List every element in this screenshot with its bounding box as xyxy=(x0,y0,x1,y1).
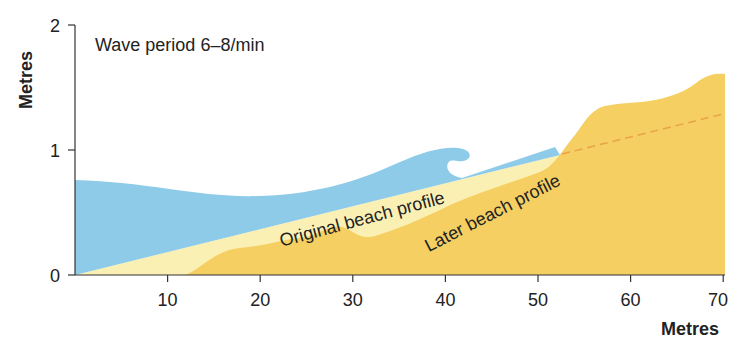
original-profile-dashed xyxy=(562,114,723,154)
tick-label: 10 xyxy=(158,291,178,309)
tick-label: 30 xyxy=(343,291,363,309)
axis-title: Metres xyxy=(17,51,35,109)
tick-label: 1 xyxy=(50,142,60,160)
tick-label: 0 xyxy=(50,267,60,285)
tick-label: 40 xyxy=(435,291,455,309)
tick-label: 20 xyxy=(250,291,270,309)
axis-title: Metres xyxy=(661,320,719,338)
chart-note: Wave period 6–8/min xyxy=(95,36,264,54)
tick-label: 50 xyxy=(528,291,548,309)
tick-label: 2 xyxy=(50,17,60,35)
tick-label: 60 xyxy=(621,291,641,309)
profile-label: Original beach profile xyxy=(278,188,447,249)
axes xyxy=(68,25,725,282)
later-beach xyxy=(185,74,725,275)
profile-label: Later beach profile xyxy=(422,171,563,255)
tick-label: 70 xyxy=(708,291,728,309)
